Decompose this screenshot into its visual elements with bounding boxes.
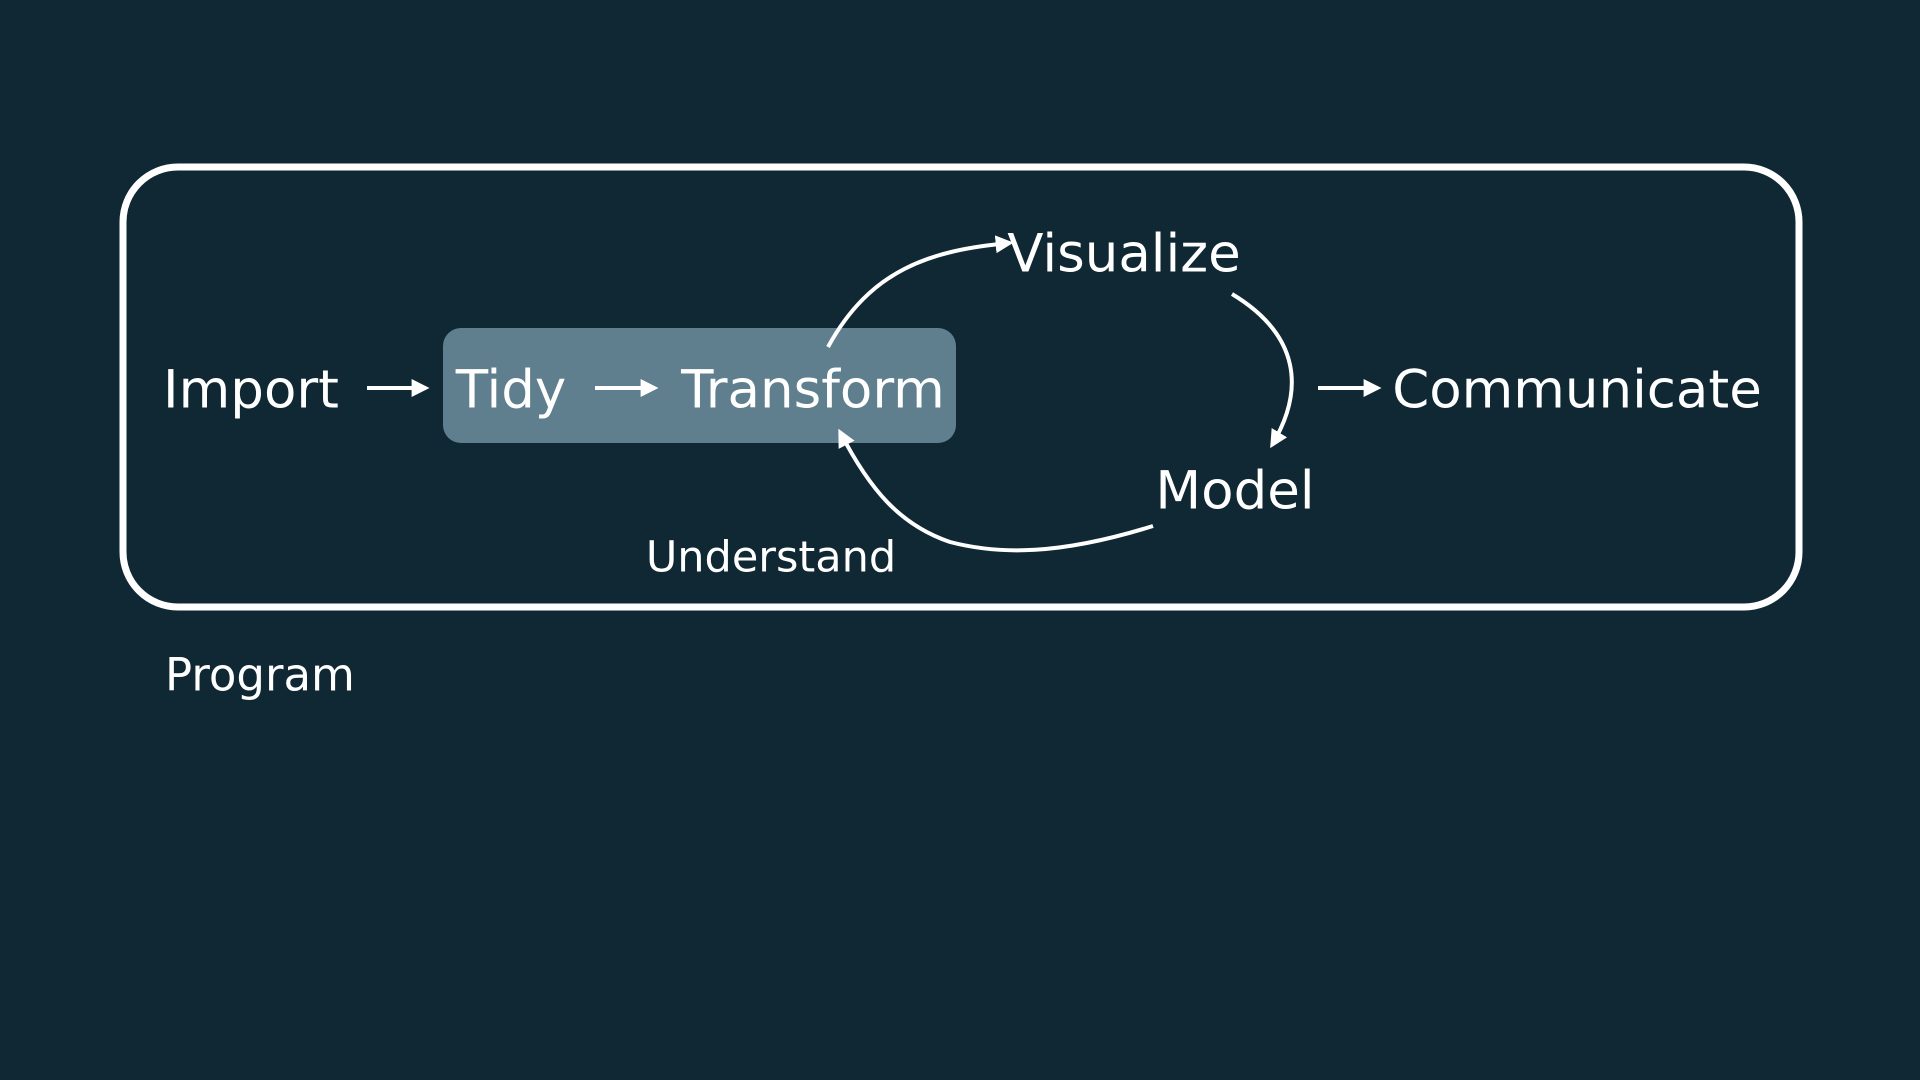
wrangle-highlight-box [443,328,956,443]
cycle-label-understand: Understand [645,532,897,583]
node-communicate: Communicate [1392,359,1762,421]
node-import: Import [163,359,339,421]
arrow-visualize-to-model [1230,292,1294,449]
node-transform: Transform [681,359,945,421]
node-visualize: Visualize [1007,223,1241,285]
node-tidy: Tidy [455,359,567,421]
frame-label-program: Program [165,648,355,702]
arrow-model-to-transform [838,428,1154,553]
program-frame [119,163,1803,611]
node-model: Model [1155,460,1315,522]
arrow-transform-to-visualize [826,235,1014,348]
